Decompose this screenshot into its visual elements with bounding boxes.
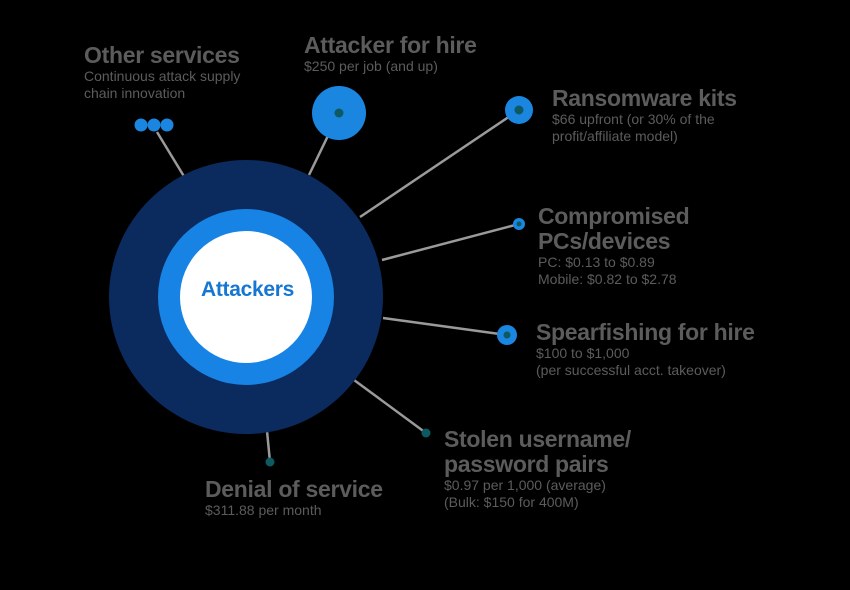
stolen-credentials-title-2: password pairs [444, 451, 609, 477]
compromised-pcs-title-2: PCs/devices [538, 228, 671, 254]
spearfishing-line-2: (per successful acct. takeover) [536, 362, 726, 378]
attacker-for-hire-label: Attacker for hire $250 per job (and up) [304, 33, 477, 75]
spearfishing-node [497, 325, 517, 345]
attacker-for-hire-price: $250 per job (and up) [304, 58, 438, 74]
other-services-line-2: chain innovation [84, 85, 186, 101]
connector-other-services [155, 131, 187, 179]
ransomware-kits-title: Ransomware kits [552, 85, 737, 111]
other-services-dots-icon [134, 118, 174, 132]
stolen-credentials-label: Stolen username/ password pairs $0.97 pe… [444, 427, 631, 511]
other-services-line-1: Continuous attack supply [84, 68, 241, 84]
stolen-credentials-node [421, 428, 431, 438]
other-services-title: Other services [84, 42, 240, 68]
inner-circle [180, 231, 312, 363]
spearfishing-label: Spearfishing for hire $100 to $1,000 (pe… [536, 320, 755, 379]
connector-ransomware-kits [359, 108, 520, 219]
compromised-pcs-line-1: PC: $0.13 to $0.89 [538, 254, 655, 270]
other-services-label: Other services Continuous attack supply … [84, 43, 240, 102]
connector-denial-of-service [265, 430, 272, 463]
compromised-pcs-node [513, 218, 525, 230]
denial-of-service-title: Denial of service [205, 476, 383, 502]
connector-compromised-pcs [381, 222, 520, 262]
attacker-for-hire-node [312, 86, 366, 140]
attacker-for-hire-title: Attacker for hire [304, 32, 477, 58]
denial-of-service-label: Denial of service $311.88 per month [205, 477, 383, 519]
stolen-credentials-line-1: $0.97 per 1,000 (average) [444, 477, 606, 493]
spearfishing-title: Spearfishing for hire [536, 319, 755, 345]
stolen-credentials-line-2: (Bulk: $150 for 400M) [444, 494, 579, 510]
spearfishing-line-1: $100 to $1,000 [536, 345, 630, 361]
denial-of-service-node [265, 457, 275, 467]
center-label: Attackers [200, 278, 295, 301]
compromised-pcs-label: Compromised PCs/devices PC: $0.13 to $0.… [538, 203, 690, 288]
compromised-pcs-title-1: Compromised [538, 203, 690, 229]
connector-stolen-credentials [353, 378, 427, 435]
compromised-pcs-line-2: Mobile: $0.82 to $2.78 [538, 271, 677, 287]
stolen-credentials-title-1: Stolen username/ [444, 426, 631, 452]
ransomware-kits-line-1: $66 upfront (or 30% of the [552, 111, 715, 127]
denial-of-service-price: $311.88 per month [205, 502, 322, 518]
ransomware-kits-node [505, 96, 533, 124]
ransomware-kits-label: Ransomware kits $66 upfront (or 30% of t… [552, 86, 737, 145]
ransomware-kits-line-2: profit/affiliate model) [552, 128, 678, 144]
connector-spearfishing [382, 316, 508, 337]
